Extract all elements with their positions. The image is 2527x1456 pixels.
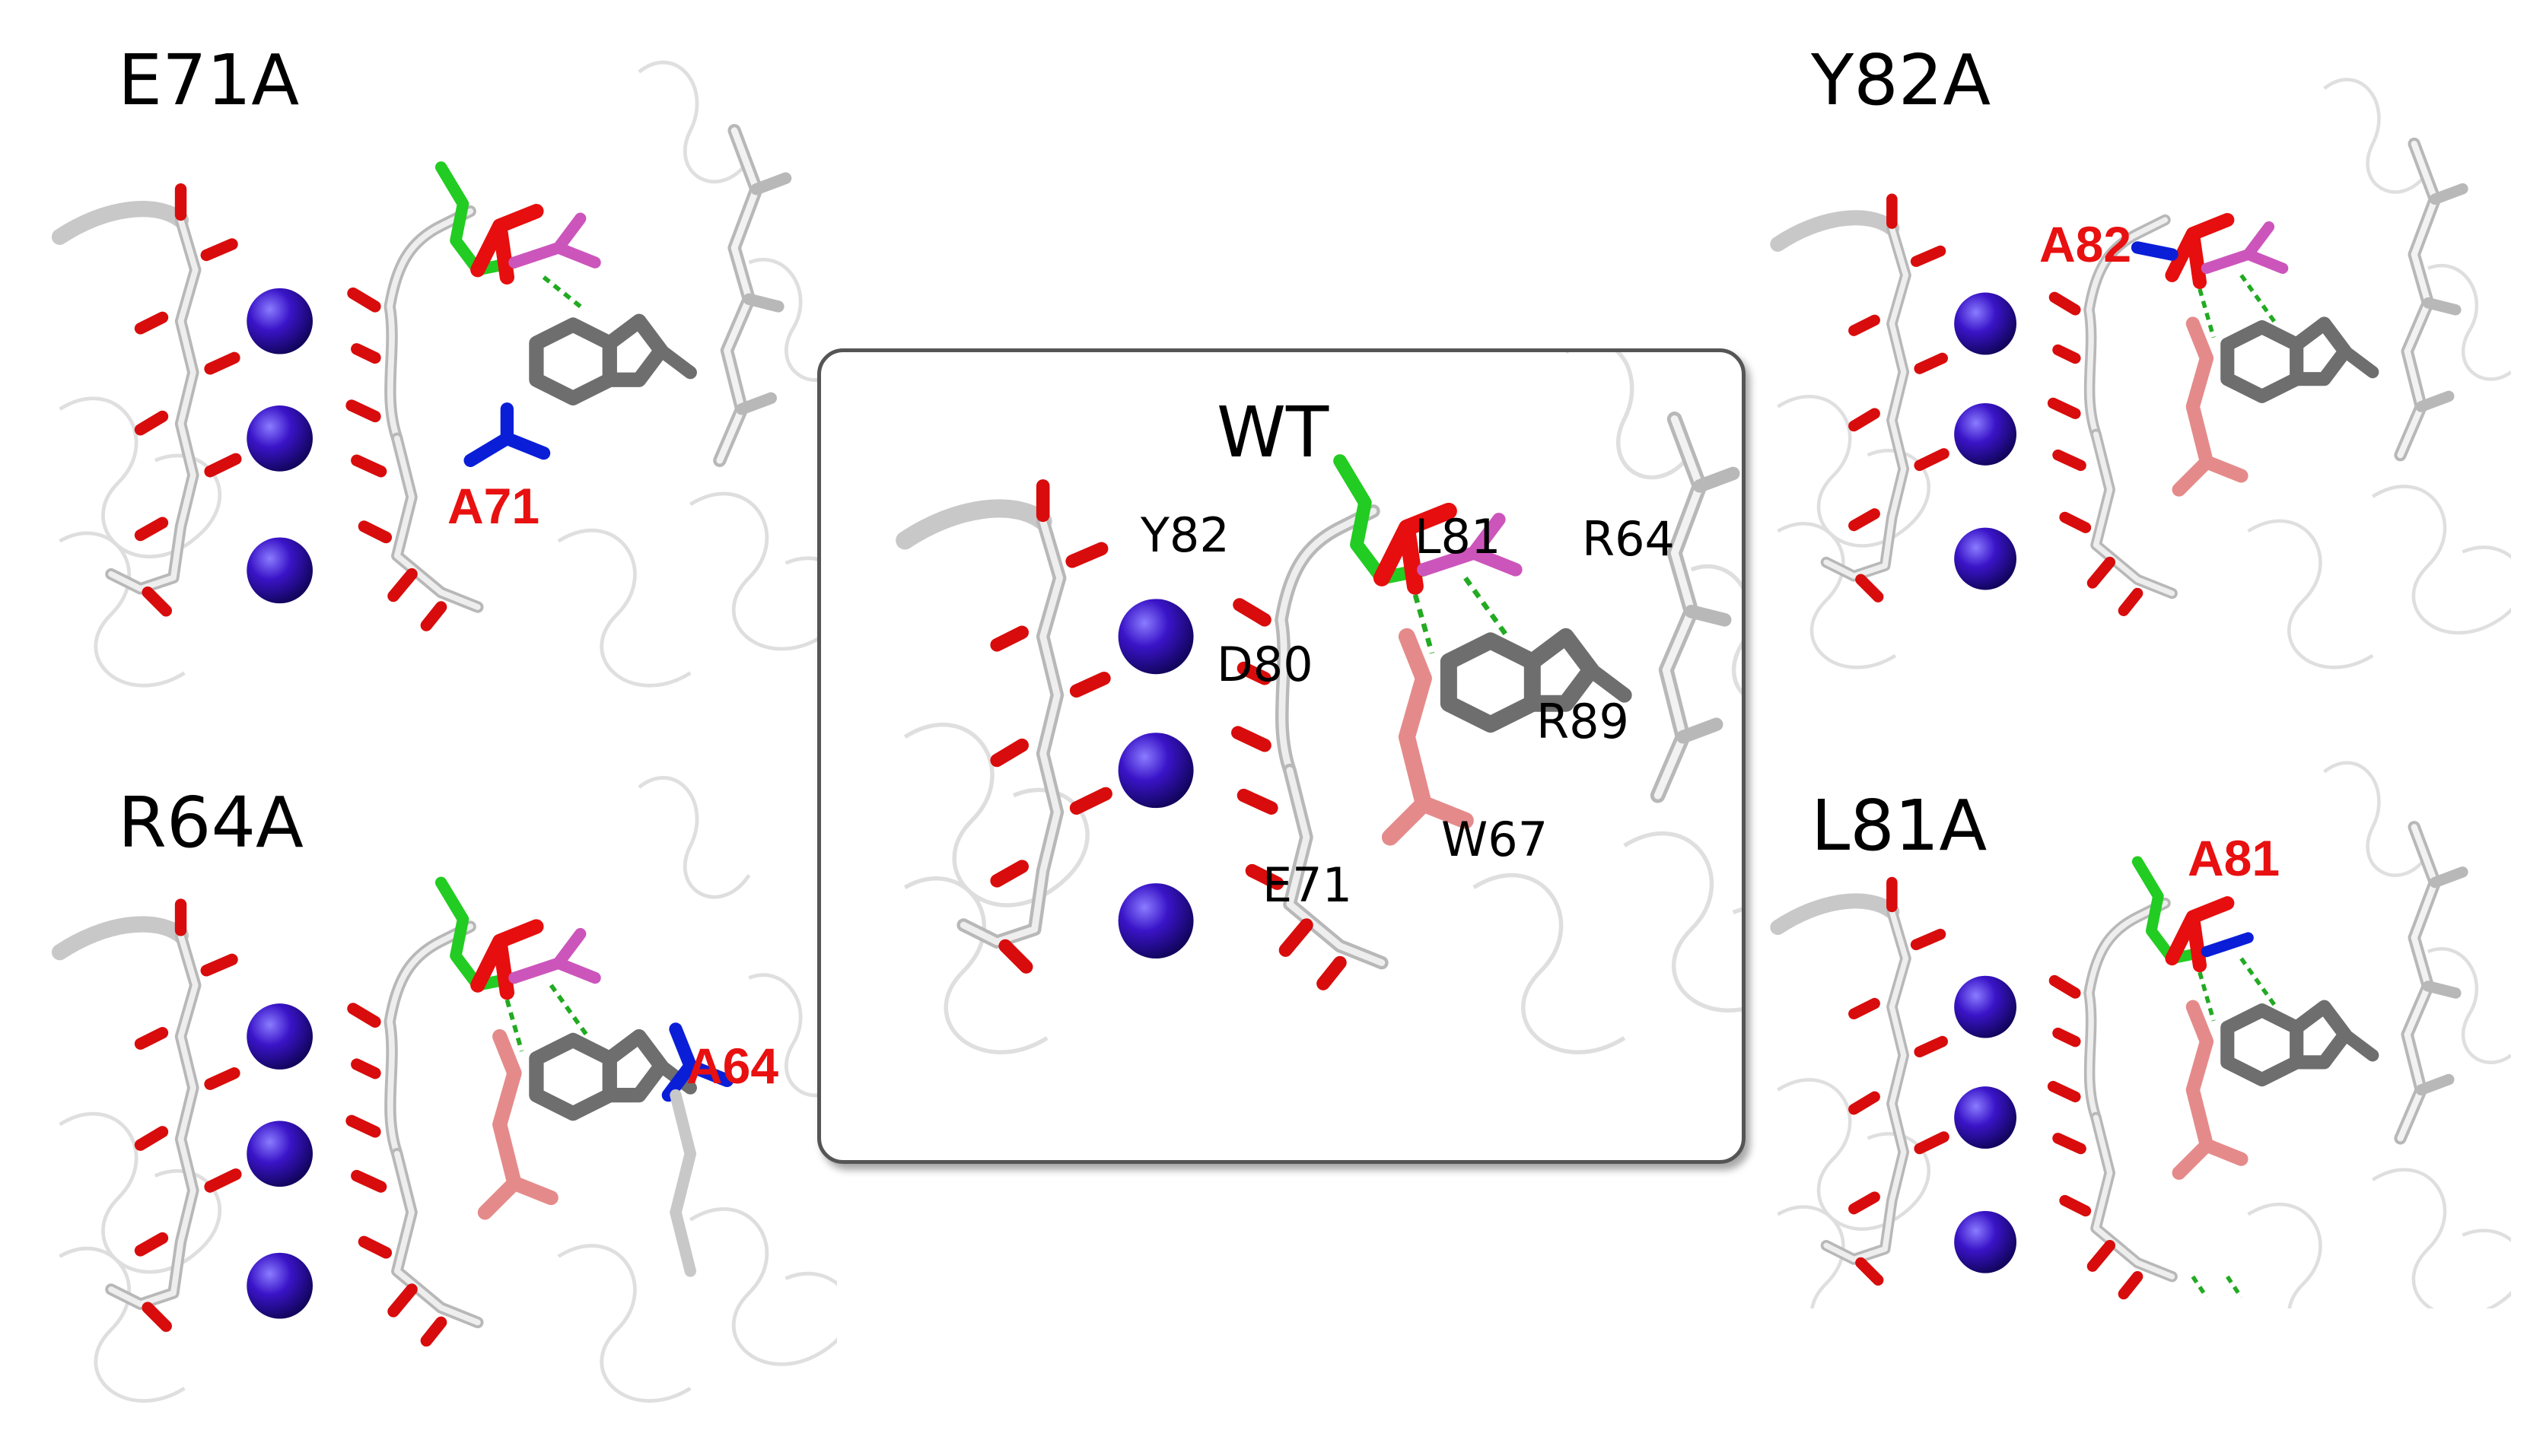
structure-y82a [1750, 15, 2511, 715]
mutation-label-a71: A71 [447, 478, 540, 534]
residue-label-y82: Y82 [1141, 507, 1230, 563]
alanine-64-sidechain [661, 1022, 734, 1102]
structure-e71a [30, 15, 837, 715]
residue-label-e71: E71 [1262, 857, 1353, 913]
structure-wt [821, 352, 1742, 1160]
residue-label-l81: L81 [1415, 509, 1501, 564]
panel-e71a: E71A A71 [30, 15, 837, 715]
panel-l81a: L81A A81 [1750, 730, 2511, 1308]
panel-title-r64a: R64A [118, 782, 304, 863]
alanine-81-sidechain [2201, 932, 2254, 958]
panel-y82a: Y82A A82 [1750, 15, 2511, 715]
panel-title-l81a: L81A [1811, 785, 1988, 866]
panel-title-e71a: E71A [118, 40, 300, 121]
residue-label-r89: R89 [1536, 694, 1629, 749]
alanine-82-sidechain [2131, 241, 2179, 261]
panel-wt: WT Y82 L81 R64 D80 R89 W67 E71 [817, 348, 1746, 1164]
panel-r64a: R64A A64 [30, 730, 837, 1445]
mutation-label-a82: A82 [2039, 216, 2132, 272]
mutation-label-a64: A64 [686, 1038, 779, 1094]
structure-r64a [30, 730, 837, 1445]
panel-title-y82a: Y82A [1811, 40, 1991, 121]
residue-label-w67: W67 [1441, 812, 1548, 867]
residue-label-r64: R64 [1582, 511, 1675, 567]
residue-label-d80: D80 [1217, 637, 1313, 692]
panel-title-wt: WT [1217, 392, 1329, 473]
structure-l81a [1750, 730, 2511, 1308]
alanine-71-sidechain [463, 402, 551, 467]
mutation-label-a81: A81 [2188, 830, 2280, 886]
